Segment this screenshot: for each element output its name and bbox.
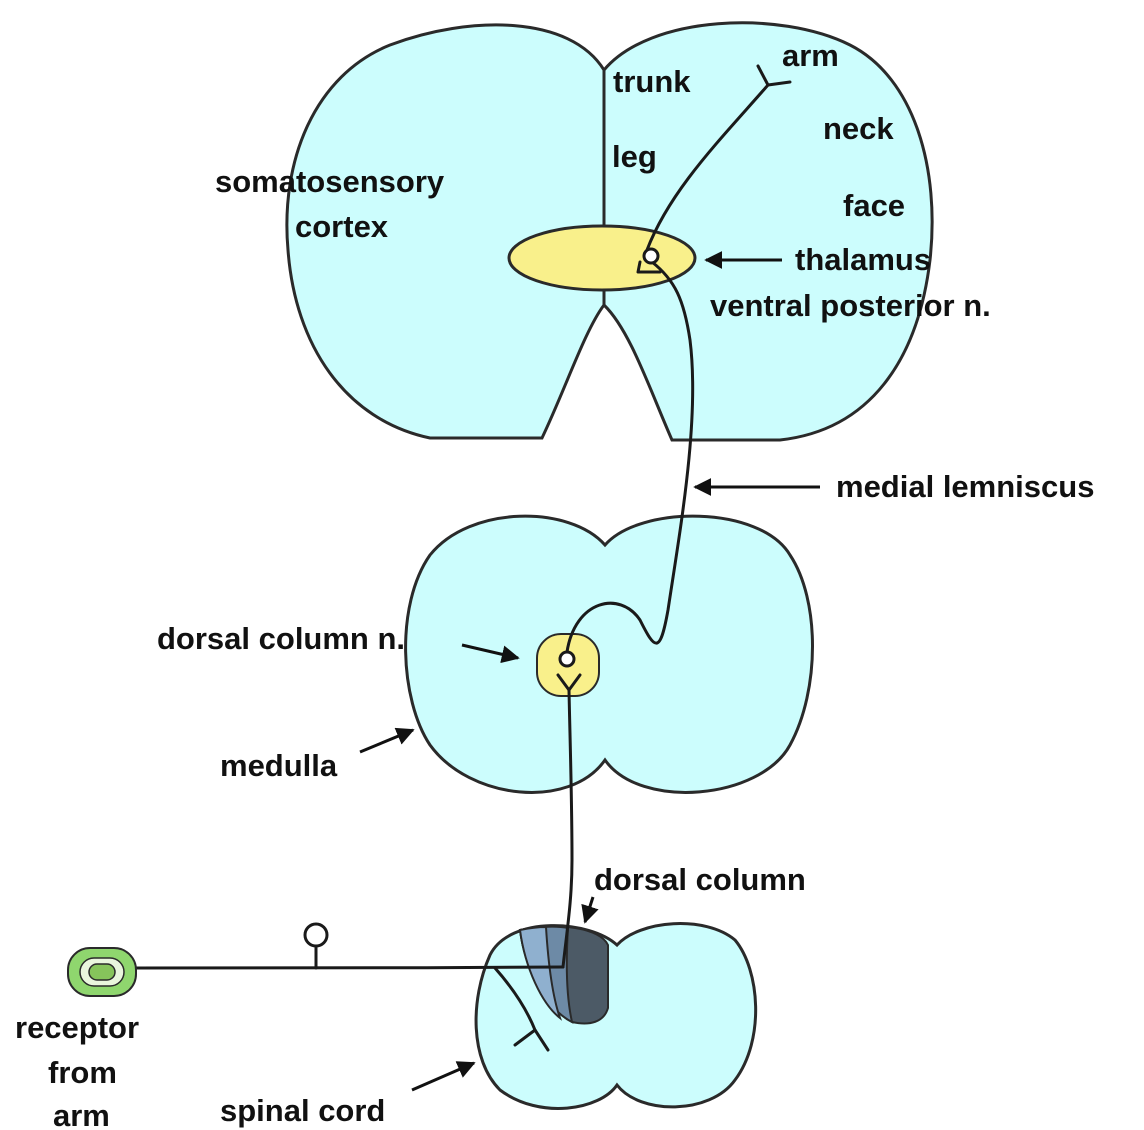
spinal-cord-arrow — [412, 1063, 474, 1090]
label-face: face — [843, 188, 905, 223]
label-neck: neck — [823, 111, 894, 146]
dorsal-column-cell-body — [560, 652, 574, 666]
label-receptor-line2: from — [48, 1055, 117, 1090]
label-arm: arm — [782, 38, 839, 73]
label-medulla: medulla — [220, 748, 338, 783]
label-cortex-line2: cortex — [295, 209, 389, 244]
receptor-icon — [68, 948, 136, 996]
receptor-core — [89, 964, 115, 980]
ganglion-cell-body — [305, 924, 327, 946]
spinal-cord-section — [476, 924, 756, 1109]
label-trunk: trunk — [613, 64, 691, 99]
label-thalamus: thalamus — [795, 242, 931, 277]
medulla-arrow — [360, 730, 413, 752]
label-spinal-cord: spinal cord — [220, 1093, 385, 1128]
label-receptor-line1: receptor — [15, 1010, 139, 1045]
label-dorsal-column: dorsal column — [594, 862, 806, 897]
label-leg: leg — [612, 139, 657, 174]
label-receptor-line3: arm — [53, 1098, 110, 1130]
primary-afferent-fiber — [133, 967, 563, 968]
dorsal-column-arrow — [585, 897, 593, 922]
label-ventral-posterior: ventral posterior n. — [710, 288, 991, 323]
thalamus-nucleus — [509, 226, 695, 290]
label-medial-lemniscus: medial lemniscus — [836, 469, 1094, 504]
medulla-section — [406, 516, 813, 792]
label-dorsal-column-nucleus: dorsal column n. — [157, 621, 405, 656]
label-cortex-line1: somatosensory — [215, 164, 445, 199]
